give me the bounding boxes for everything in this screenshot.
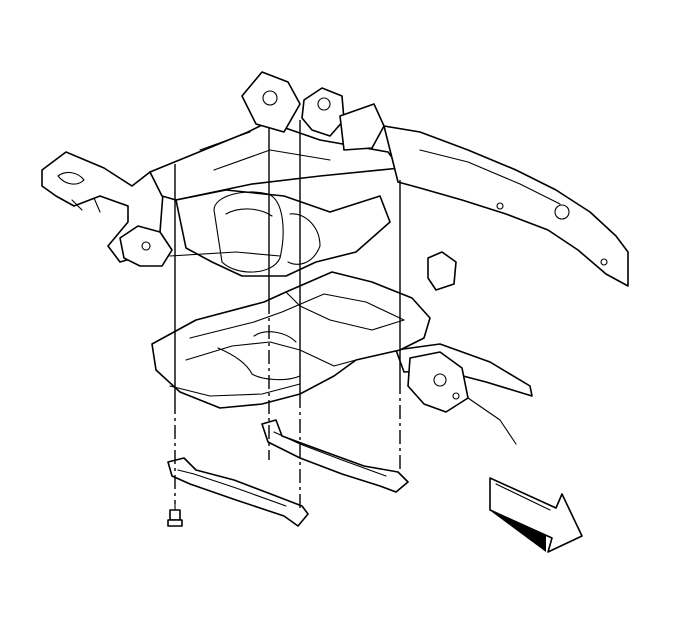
front-bracket	[167, 457, 309, 527]
frame-assembly	[41, 71, 629, 445]
front-direction-arrow-icon	[489, 477, 583, 553]
transfer-case-shield	[151, 271, 431, 409]
bolt	[167, 503, 183, 527]
alignment-guide-lines	[174, 120, 401, 508]
rear-bracket	[261, 419, 409, 493]
